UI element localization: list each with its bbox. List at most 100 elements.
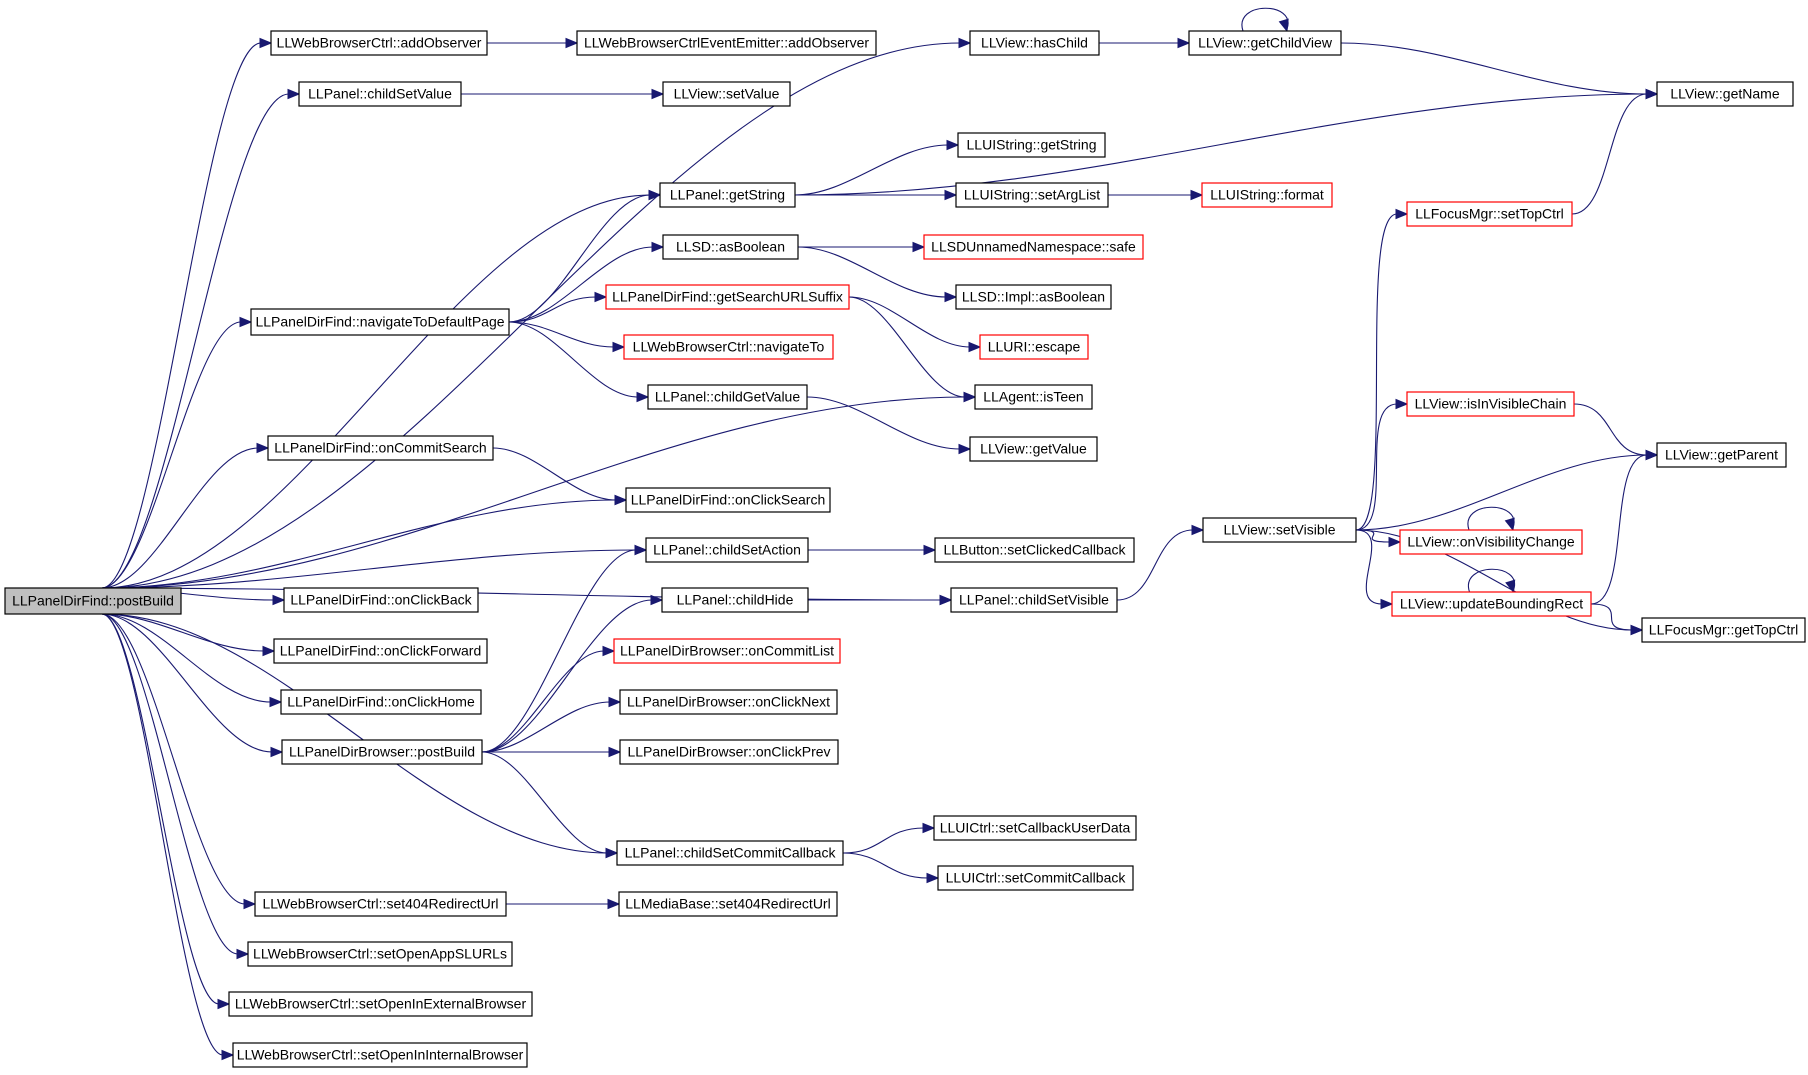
- node-box: [937, 865, 1134, 891]
- node-isTeen[interactable]: LLAgent::isTeen: [974, 384, 1093, 410]
- node-onClickBack[interactable]: LLPanelDirFind::onClickBack: [283, 587, 479, 613]
- node-label: LLView::getName: [1670, 86, 1779, 102]
- node-setOpenSlurl[interactable]: LLWebBrowserCtrl::setOpenAppSLURLs: [247, 941, 513, 967]
- node-childSetVisible[interactable]: LLPanel::childSetVisible: [950, 587, 1118, 613]
- node-uriEscape[interactable]: LLURI::escape: [979, 334, 1089, 360]
- edge-line: [848, 296, 966, 398]
- node-setClickedCb[interactable]: LLButton::setClickedCallback: [934, 537, 1135, 563]
- node-isInVisibleChain[interactable]: LLView::isInVisibleChain: [1406, 391, 1575, 417]
- node-navDefault[interactable]: LLPanelDirFind::navigateToDefaultPage: [250, 308, 510, 336]
- node-childSetValue[interactable]: LLPanel::childSetValue: [298, 81, 462, 107]
- node-hasChild[interactable]: LLView::hasChild: [969, 30, 1100, 56]
- edge-line: [1355, 529, 1391, 543]
- edge-line: [101, 42, 961, 589]
- node-onVisChange[interactable]: LLView::onVisibilityChange: [1399, 529, 1583, 555]
- node-box: [955, 182, 1109, 208]
- node-box: [934, 537, 1135, 563]
- edge-line: [1241, 7, 1289, 32]
- edge-setArgList-to-uiFormat: [1108, 189, 1204, 201]
- node-getParent[interactable]: LLView::getParent: [1656, 442, 1787, 468]
- node-label: LLWebBrowserCtrl::setOpenInInternalBrows…: [237, 1047, 524, 1063]
- node-label: LLPanel::childGetValue: [655, 389, 800, 405]
- node-asBoolean[interactable]: LLSD::asBoolean: [662, 234, 799, 260]
- edge-childGetValue-to-viewGetValue: [806, 396, 972, 455]
- node-box: [613, 638, 841, 664]
- edge-line: [101, 613, 265, 652]
- node-onClickSearch[interactable]: LLPanelDirFind::onClickSearch: [625, 487, 831, 513]
- edge-line: [101, 613, 239, 955]
- node-set404[interactable]: LLWebBrowserCtrl::set404RedirectUrl: [254, 891, 507, 917]
- node-wbEmitAddObs[interactable]: LLWebBrowserCtrlEventEmitter::addObserve…: [576, 30, 877, 56]
- edge-arrowhead: [1645, 88, 1659, 100]
- edge-arrowhead: [594, 291, 608, 303]
- node-root[interactable]: LLPanelDirFind::postBuild: [4, 587, 182, 615]
- node-wbNavigateTo[interactable]: LLWebBrowserCtrl::navigateTo: [623, 334, 834, 360]
- node-setCommitCb[interactable]: LLUICtrl::setCommitCallback: [937, 865, 1134, 891]
- node-onClickForward[interactable]: LLPanelDirFind::onClickForward: [273, 638, 488, 664]
- node-label: LLPanelDirFind::onClickBack: [290, 592, 472, 608]
- node-implAsBoolean[interactable]: LLSD::Impl::asBoolean: [955, 284, 1112, 310]
- node-focusSetTop[interactable]: LLFocusMgr::setTopCtrl: [1406, 201, 1573, 227]
- node-onCommitSearch[interactable]: LLPanelDirFind::onCommitSearch: [267, 435, 494, 461]
- node-label: LLPanel::childSetCommitCallback: [625, 845, 837, 861]
- node-updBounding[interactable]: LLView::updateBoundingRect: [1391, 591, 1592, 617]
- node-box: [619, 689, 838, 715]
- node-setArgList[interactable]: LLUIString::setArgList: [955, 182, 1109, 208]
- edge-arrowhead: [651, 88, 665, 100]
- node-box: [1399, 529, 1583, 555]
- node-clickPrev[interactable]: LLPanelDirBrowser::onClickPrev: [619, 739, 839, 765]
- node-box: [623, 334, 834, 360]
- edge-childSetAction-to-setClickedCb: [807, 544, 937, 556]
- edge-line: [794, 144, 949, 196]
- edge-line: [101, 549, 637, 589]
- node-onClickHome[interactable]: LLPanelDirFind::onClickHome: [280, 689, 482, 715]
- edge-arrowhead: [1177, 37, 1191, 49]
- node-childSetCommitCb[interactable]: LLPanel::childSetCommitCallback: [616, 840, 844, 866]
- edge-arrowhead: [944, 189, 958, 201]
- node-box: [1391, 591, 1592, 617]
- edge-line: [842, 852, 929, 879]
- node-setOpenInt[interactable]: LLWebBrowserCtrl::setOpenInInternalBrows…: [232, 1042, 528, 1068]
- node-focusGetTop[interactable]: LLFocusMgr::getTopCtrl: [1641, 617, 1806, 643]
- node-wbAddObs[interactable]: LLWebBrowserCtrl::addObserver: [270, 30, 488, 56]
- edge-line: [1355, 529, 1633, 631]
- node-viewGetValue[interactable]: LLView::getValue: [969, 436, 1098, 462]
- node-commitList[interactable]: LLPanelDirBrowser::onCommitList: [613, 638, 841, 664]
- edge-line: [101, 396, 966, 589]
- node-setOpenExt[interactable]: LLWebBrowserCtrl::setOpenInExternalBrows…: [228, 991, 533, 1017]
- node-label: LLSDUnnamedNamespace::safe: [931, 239, 1136, 255]
- node-setVisible[interactable]: LLView::setVisible: [1202, 517, 1357, 543]
- node-label: LLSD::asBoolean: [676, 239, 785, 255]
- node-panelGetString[interactable]: LLPanel::getString: [659, 182, 796, 208]
- edge-line: [508, 296, 597, 323]
- edge-navDefault-to-asBoolean: [508, 241, 665, 323]
- node-childSetAction[interactable]: LLPanel::childSetAction: [645, 537, 809, 563]
- node-box: [4, 587, 182, 615]
- edge-line: [508, 321, 615, 348]
- node-uiGetString[interactable]: LLUIString::getString: [957, 132, 1106, 158]
- node-label: LLView::getValue: [980, 441, 1087, 457]
- node-browserPostBuild[interactable]: LLPanelDirBrowser::postBuild: [281, 739, 483, 765]
- node-label: LLUIString::setArgList: [964, 187, 1100, 203]
- node-uiFormat[interactable]: LLUIString::format: [1201, 182, 1333, 208]
- node-viewSetValue[interactable]: LLView::setValue: [662, 81, 791, 107]
- edge-panelGetString-to-uiGetString: [794, 139, 960, 196]
- edge-line: [508, 246, 654, 323]
- node-childHide[interactable]: LLPanel::childHide: [661, 587, 809, 613]
- edge-setVisible-to-updBounding: [1355, 529, 1394, 610]
- edge-line: [806, 396, 961, 450]
- edge-root-to-setOpenInt: [101, 613, 235, 1061]
- node-setCbUserData[interactable]: LLUICtrl::setCallbackUserData: [933, 815, 1137, 841]
- node-childGetValue[interactable]: LLPanel::childGetValue: [647, 384, 808, 410]
- node-mediaSet404[interactable]: LLMediaBase::set404RedirectUrl: [618, 891, 838, 917]
- node-getSearchSuffix[interactable]: LLPanelDirFind::getSearchURLSuffix: [605, 284, 850, 310]
- edge-line: [508, 321, 639, 398]
- edge-navDefault-to-panelGetString: [508, 189, 662, 323]
- node-box: [232, 1042, 528, 1068]
- node-getChildView[interactable]: LLView::getChildView: [1188, 30, 1342, 56]
- edge-root-to-wbAddObs: [101, 37, 273, 589]
- node-unnamedSafe[interactable]: LLSDUnnamedNamespace::safe: [923, 234, 1144, 260]
- node-getName[interactable]: LLView::getName: [1656, 81, 1794, 107]
- node-clickNext[interactable]: LLPanelDirBrowser::onClickNext: [619, 689, 838, 715]
- node-box: [969, 436, 1098, 462]
